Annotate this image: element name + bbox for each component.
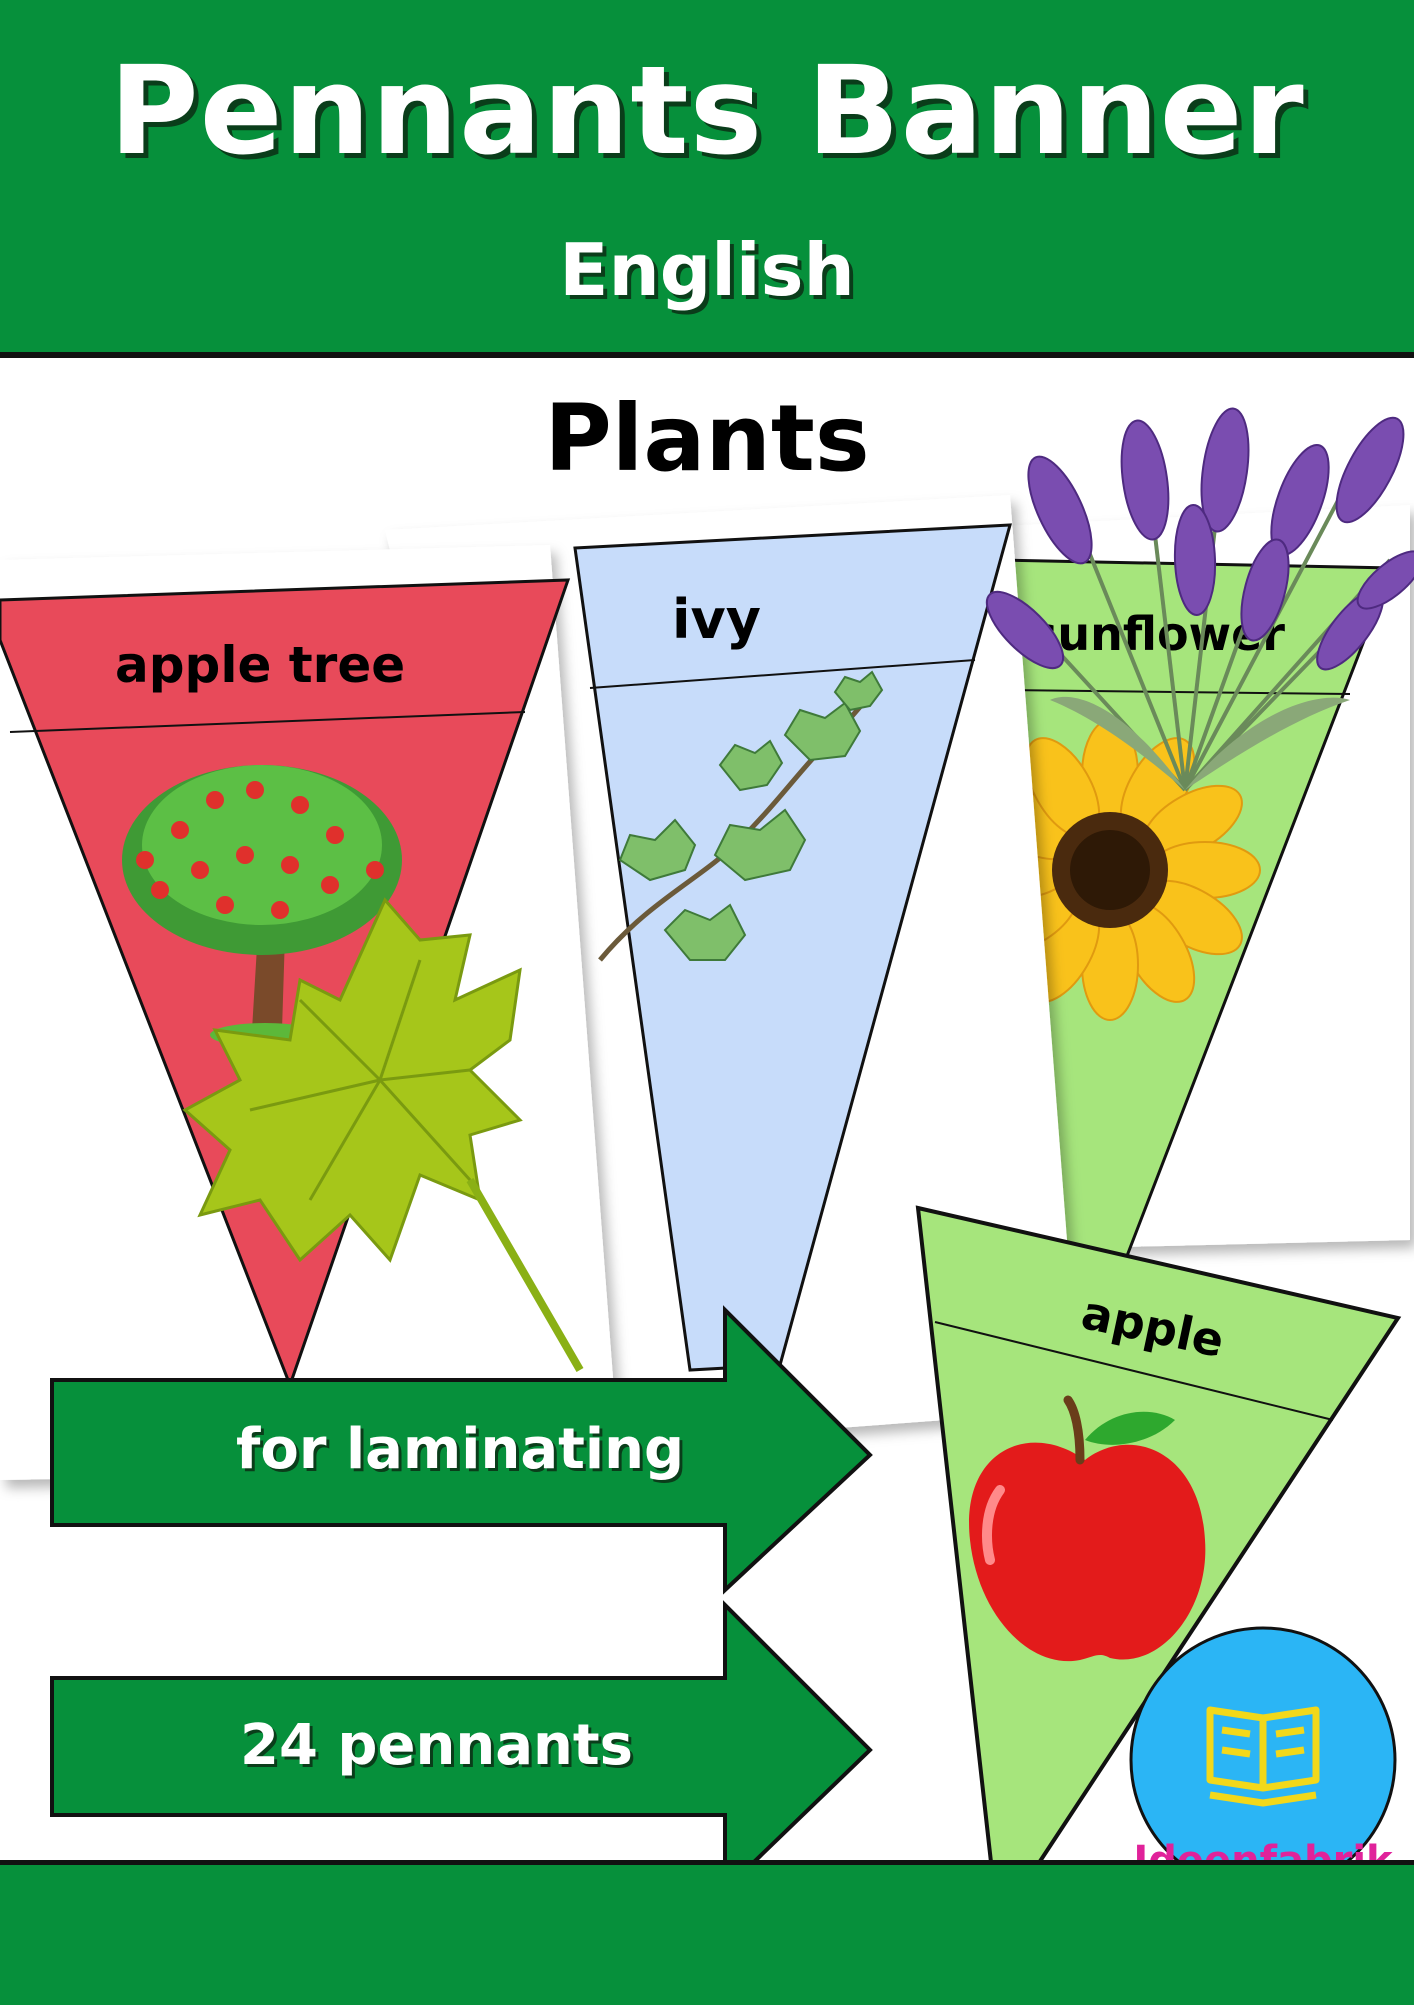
page-subtitle: English	[559, 228, 855, 312]
pennant-label-apple-tree: apple tree	[115, 636, 405, 694]
header-band: Pennants Banner English	[0, 0, 1414, 358]
pennant-label-ivy: ivy	[672, 588, 761, 651]
arrow-text-24-pennants: 24 pennants	[240, 1713, 633, 1778]
open-book-icon	[1206, 1706, 1320, 1807]
arrow-for-laminating	[50, 1305, 873, 1595]
maple-leaf-icon	[182, 897, 584, 1373]
topic-heading: Plants	[544, 385, 870, 492]
footer-band	[0, 1860, 1414, 2005]
arrow-24-pennants	[50, 1600, 873, 1895]
ivy-icon	[598, 670, 884, 962]
arrow-text-for-laminating: for laminating	[236, 1417, 685, 1482]
apple-pennant: apple	[915, 1205, 1402, 1931]
apple-icon	[969, 1395, 1206, 1662]
lavender-icon	[985, 407, 1414, 792]
page-title: Pennants Banner	[109, 40, 1305, 182]
apple-tree-icon	[122, 765, 402, 1047]
